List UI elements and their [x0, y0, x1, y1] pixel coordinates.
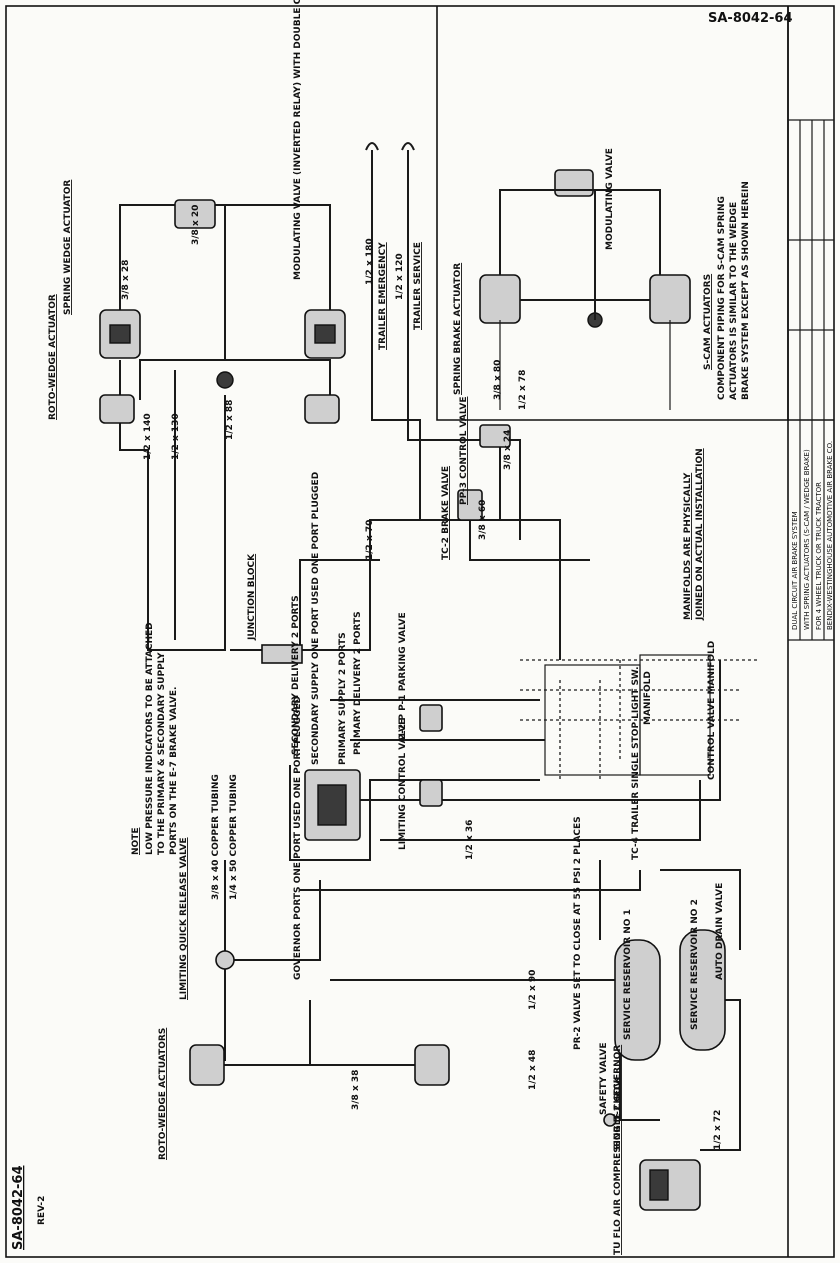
- air-compressor: [639, 1159, 701, 1211]
- note-line-3: PORTS ON THE E-7 BRAKE VALVE.: [169, 687, 179, 855]
- roto-wedge-actuator-top-label: ROTO-WEDGE ACTUATOR: [48, 294, 58, 420]
- spring-wedge-actuator-left: [99, 309, 141, 359]
- tc4-trailer-label: TC-4 TRAILER SINGLE STOP LIGHT SW.: [631, 666, 641, 860]
- inset-spring-brake-label: SPRING BRAKE ACTUATOR: [453, 263, 463, 395]
- control-valve-manifold-label: CONTROL VALVE MANIFOLD: [707, 641, 717, 780]
- title-line-3: FOR 4 WHEEL TRUCK OR TRUCK TRACTOR: [815, 482, 823, 630]
- pipe-callout: 3/8 x 20: [191, 205, 201, 245]
- pipe-callout: 1/2 x 180: [365, 238, 375, 285]
- note-line-1: LOW PRESSURE INDICATORS TO BE ATTACHED: [145, 622, 155, 855]
- title-line-1: DUAL CIRCUIT AIR BRAKE SYSTEM: [791, 511, 799, 630]
- title-line-4: BENDIX-WESTINGHOUSE AUTOMOTIVE AIR BRAKE…: [826, 441, 834, 630]
- safety-valve-label: SAFETY VALVE: [599, 1043, 609, 1115]
- modulating-valve-label: MODULATING VALVE (INVERTED RELAY) WITH D…: [293, 0, 303, 280]
- spring-wedge-actuator-right: [304, 309, 346, 359]
- primary-delivery-label: PRIMARY DELIVERY 2 PORTS: [353, 611, 363, 755]
- roto-wedge-actuator-left-top: [99, 394, 135, 424]
- inset-actuator-left: [479, 274, 521, 324]
- drawing-number: SA-8042-64: [11, 1166, 26, 1251]
- trailer-service-label: TRAILER SERVICE: [413, 242, 423, 330]
- inset-note-2: ACTUATORS IS SIMILAR TO THE WEDGE: [729, 202, 739, 400]
- service-reservoir-1: [614, 939, 661, 1061]
- revision: REV-2: [37, 1196, 47, 1225]
- limiting-control-valve: [419, 779, 443, 807]
- pipe-callout: 1/2 x 48: [528, 1050, 538, 1090]
- inset-heading: S-CAM ACTUATORS: [703, 274, 713, 370]
- inset-note-3: BRAKE SYSTEM EXCEPT AS SHOWN HEREIN: [741, 181, 751, 400]
- primary-supply-label: PRIMARY SUPPLY 2 PORTS: [338, 632, 348, 765]
- pipe-callout: 1/2 x 36: [465, 820, 475, 860]
- title-line-2: WITH SPRING ACTUATORS (S-CAM / WEDGE BRA…: [803, 449, 811, 630]
- inset-pipes: [499, 189, 671, 410]
- manifold-label: MANIFOLD: [643, 671, 653, 725]
- manifolds-note-1: MANIFOLDS ARE PHYSICALLY: [683, 472, 693, 620]
- pipe-callout: 1/2 x 140: [143, 413, 153, 460]
- limiting-control-valve-label: LIMITING CONTROL VALVE: [398, 719, 408, 850]
- trailer-emergency-label: TRAILER EMERGENCY: [378, 242, 388, 350]
- pp3-control-valve: [479, 424, 511, 448]
- pipe-callout: 1/2 x 70: [365, 520, 375, 560]
- note-line-2: TO THE PRIMARY & SECONDARY SUPPLY: [157, 652, 167, 855]
- safety-valve: [603, 1113, 617, 1127]
- pr2-valve-label: PR-2 VALVE SET TO CLOSE AT 55 PSI 2 PLAC…: [573, 816, 583, 1050]
- inset-modulating-label: MODULATING VALVE: [605, 148, 615, 250]
- inset-actuator-right: [649, 274, 691, 324]
- copper-tubing-50-label: 1/4 x 50 COPPER TUBING: [229, 774, 239, 900]
- secondary-delivery-label: SECONDARY DELIVERY 2 PORTS: [291, 595, 301, 755]
- pp3-control-label: PP-3 CONTROL VALVE: [459, 397, 469, 505]
- inset-note-1: COMPONENT PIPING FOR S-CAM SPRING: [717, 196, 727, 400]
- pipe-callout: 3/8 x 38: [351, 1070, 361, 1110]
- tc2-brake-label: TC-2 BRAKE VALVE: [441, 466, 451, 560]
- e7-brake-valve: [304, 769, 361, 841]
- spring-wedge-actuator-label: SPRING WEDGE ACTUATOR: [63, 180, 73, 315]
- roto-wedge-actuators-bottom-label: ROTO-WEDGE ACTUATORS: [158, 1028, 168, 1160]
- modulating-valve: [174, 199, 234, 389]
- junction-block-label: JUNCTION BLOCK: [247, 553, 257, 641]
- single-check-label: SINGLE CHECK: [613, 1075, 623, 1150]
- parking-valve-label: 2-2 P P-1 PARKING VALVE: [398, 612, 408, 740]
- parking-valve: [419, 704, 443, 732]
- pipe-callout: 1/2 x 130: [171, 413, 181, 460]
- drawing-frame: [5, 5, 835, 1258]
- pipe-callout: 1/2 x 72: [713, 1110, 723, 1150]
- title-stamp: SA-8042-64: [708, 11, 793, 26]
- auto-drain-label: AUTO DRAIN VALVE: [715, 883, 725, 980]
- roto-wedge-actuator-right-bottom: [414, 1044, 450, 1086]
- pipe-callout: 3/8 x 28: [121, 260, 131, 300]
- copper-tubing-40-label: 3/8 x 40 COPPER TUBING: [211, 774, 221, 900]
- quick-release-valve: [215, 950, 235, 970]
- service-reservoir-2: [679, 929, 726, 1051]
- pipe-callout: 1/2 x 78: [518, 370, 528, 410]
- pipe-callout: 3/8 x 60: [478, 500, 488, 540]
- service-reservoir-1-label: SERVICE RESERVOIR NO 1: [623, 909, 633, 1040]
- pipe-callout: 1/2 x 90: [528, 970, 538, 1010]
- note-heading: NOTE: [131, 828, 141, 855]
- governor-ports-label: GOVERNOR PORTS ONE PORT USED ONE PORT PL…: [293, 696, 303, 980]
- pipe-callout: 1/2 x 88: [225, 400, 235, 440]
- limiting-quick-release-label: LIMITING QUICK RELEASE VALVE: [179, 837, 189, 1000]
- compressor-label: TU FLO AIR COMPRESSOR D-2 GOVERNOR: [613, 1045, 623, 1255]
- manifolds-note-2: JOINED ON ACTUAL INSTALLATION: [695, 448, 705, 621]
- roto-wedge-actuator-left-bottom: [189, 1044, 225, 1086]
- tc2-brake-valve: [457, 489, 483, 521]
- service-reservoir-2-label: SERVICE RESERVOIR NO 2: [690, 899, 700, 1030]
- pipe-callout: 3/8 x 24: [503, 430, 513, 470]
- junction-block: [261, 644, 303, 664]
- pipe-callout: 1/2 x 120: [395, 253, 405, 300]
- pipe-callout: 3/8 x 80: [493, 360, 503, 400]
- roto-wedge-actuator-right-top: [304, 394, 340, 424]
- secondary-supply-label: SECONDARY SUPPLY ONE PORT USED ONE PORT …: [311, 472, 321, 765]
